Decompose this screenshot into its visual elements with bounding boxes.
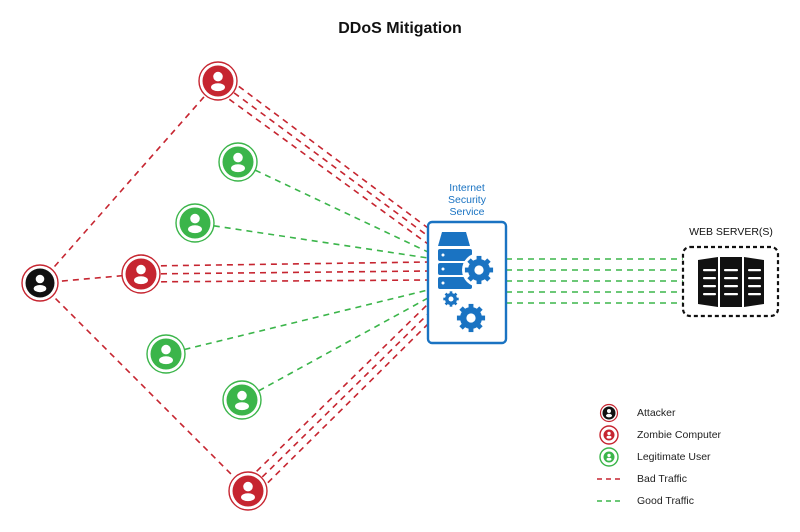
server-led-icon [441,253,445,257]
user-body-icon [235,402,249,411]
legit-user-node [218,142,258,182]
bad-traffic-line [161,279,429,283]
rack-slot [703,277,716,280]
gear-tooth [468,326,474,333]
user-head-icon [136,264,146,275]
user-body-icon [134,276,148,285]
bad-traffic-line [256,303,429,472]
bad-traffic-line [160,270,429,275]
server-led-icon [441,267,445,271]
server-unit-icon [438,277,472,289]
user-body-icon [606,435,612,439]
rack-slot [703,285,716,288]
server-led-icon [441,281,445,285]
connection-lines [39,80,683,492]
user-head-icon [607,431,611,436]
bad-traffic-line [39,282,249,492]
user-head-icon [237,390,247,401]
legend-attacker-icon [599,403,619,423]
server-top-icon [438,232,470,246]
server-unit-icon [438,249,472,261]
user-body-icon [159,356,173,365]
user-head-icon [607,453,611,458]
legend-label-bad-traffic: Bad Traffic [637,473,687,485]
zombie-node [228,471,268,511]
bad-traffic-line [228,98,429,245]
rack-slot [703,293,716,296]
attacker-node [21,264,59,302]
rack-panel-center [720,257,742,307]
user-body-icon [606,457,612,461]
security-service-label-line: Service [449,206,485,218]
gear-tooth [476,255,482,262]
user-body-icon [231,164,245,173]
legend-label-attacker: Attacker [637,407,676,419]
user-head-icon [161,344,171,355]
web-server-label: WEB SERVER(S) [689,226,773,238]
user-body-icon [211,83,225,92]
zombie-node [121,254,161,294]
gear-tooth [476,278,482,285]
user-head-icon [35,274,45,284]
gear-hole [448,296,454,302]
nodes [21,61,268,511]
rack-slot [748,277,761,280]
rack-slot [724,293,738,296]
web-server [681,245,780,318]
legend-legit-icon [599,447,619,467]
rack-slot [724,277,738,280]
gear-icon [443,291,459,307]
legend-label-good-traffic: Good Traffic [637,495,695,507]
good-traffic-line [254,169,429,253]
bad-traffic-line [233,92,429,237]
rack-slot [724,285,738,288]
legend-label-zombie: Zombie Computer [637,429,722,441]
rack-slot [748,285,761,288]
user-head-icon [190,213,200,224]
gear-tooth [449,291,453,295]
rack-slot [703,269,716,272]
legit-user-node [146,334,186,374]
bad-traffic-line [267,323,429,484]
legit-user-node [222,380,262,420]
server-gears-icon [438,232,496,333]
user-body-icon [33,285,47,293]
gear-hole [474,265,484,275]
rack-slot [748,293,761,296]
user-head-icon [243,481,253,492]
legend-zombie-icon [599,425,619,445]
bad-traffic-line [160,261,429,267]
gear-tooth [449,303,453,307]
server-rack-icon [698,257,764,307]
gear-icon [456,303,486,333]
good-traffic-line [213,225,429,259]
rack-panel-right [744,257,764,307]
rack-panel-left [698,257,718,307]
legend-label-legit: Legitimate User [637,451,711,463]
security-service-label: Internet Security Service [427,182,507,218]
internet-security-service [426,220,508,345]
bad-traffic-line [238,85,429,229]
user-head-icon [213,71,223,82]
zombie-node [198,61,238,101]
gear-hole [466,313,476,323]
gear-icon [464,255,494,285]
diagram-title: DDoS Mitigation [338,20,462,37]
gear-tooth [468,303,474,310]
user-head-icon [233,152,243,163]
good-traffic-line [184,289,429,351]
legit-user-node [175,203,215,243]
user-body-icon [188,225,202,234]
legend [597,403,621,502]
rack-slot [748,269,761,272]
bad-traffic-line [261,313,429,478]
security-service-label-line: Security [448,194,486,206]
security-service-label-line: Internet [449,182,485,194]
good-traffic-line [258,297,429,392]
bad-traffic-line [39,80,219,284]
user-body-icon [241,493,255,502]
rack-slot [724,269,738,272]
